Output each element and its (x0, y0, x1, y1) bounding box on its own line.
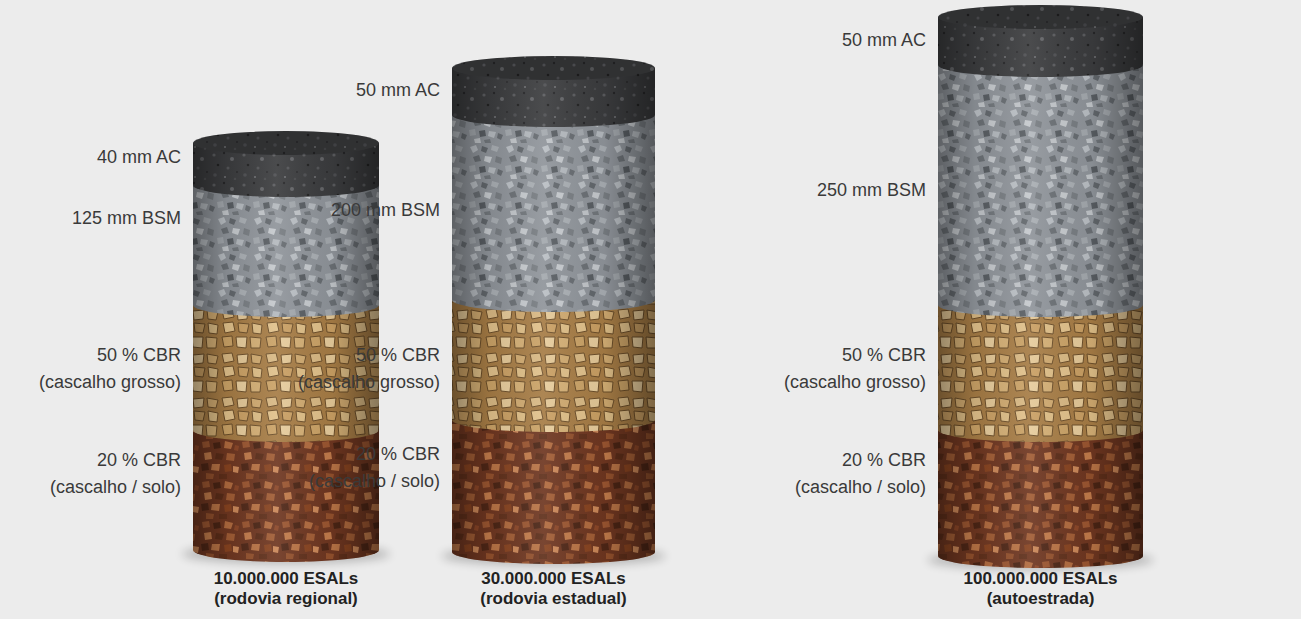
layer-label: 20 % CBR (cascalho / solo) (288, 441, 440, 495)
shading (452, 68, 655, 564)
layer-label: 20 % CBR (cascalho / solo) (29, 447, 181, 501)
layer-label: 125 mm BSM (29, 205, 181, 232)
ac-top-shade (452, 56, 655, 80)
ac-top-shade (193, 131, 379, 155)
pavement-cylinder (442, 56, 666, 566)
layer-label: 50 % CBR (cascalho grosso) (288, 342, 440, 396)
ac-top (452, 56, 655, 80)
ac-top-shade (938, 5, 1143, 29)
layer-label: 50 % CBR (cascalho grosso) (774, 342, 926, 396)
layer-label: 50 % CBR (cascalho grosso) (29, 342, 181, 396)
layer-label: 40 mm AC (29, 144, 181, 171)
shading (938, 17, 1143, 568)
layer-label: 250 mm BSM (774, 177, 926, 204)
layer-label: 200 mm BSM (288, 197, 440, 224)
pavement-cylinder (928, 5, 1154, 570)
ac-top (938, 5, 1143, 29)
layer-label: 50 mm AC (774, 27, 926, 54)
layer-label: 50 mm AC (288, 77, 440, 104)
layer-label: 20 % CBR (cascalho / solo) (774, 447, 926, 501)
road-class-caption: 30.000.000 ESALs (rodovia estadual) (459, 569, 649, 610)
ac-top (193, 131, 379, 155)
road-class-caption: 10.000.000 ESALs (rodovia regional) (191, 569, 381, 610)
road-class-caption: 100.000.000 ESALs (autoestrada) (946, 569, 1136, 610)
